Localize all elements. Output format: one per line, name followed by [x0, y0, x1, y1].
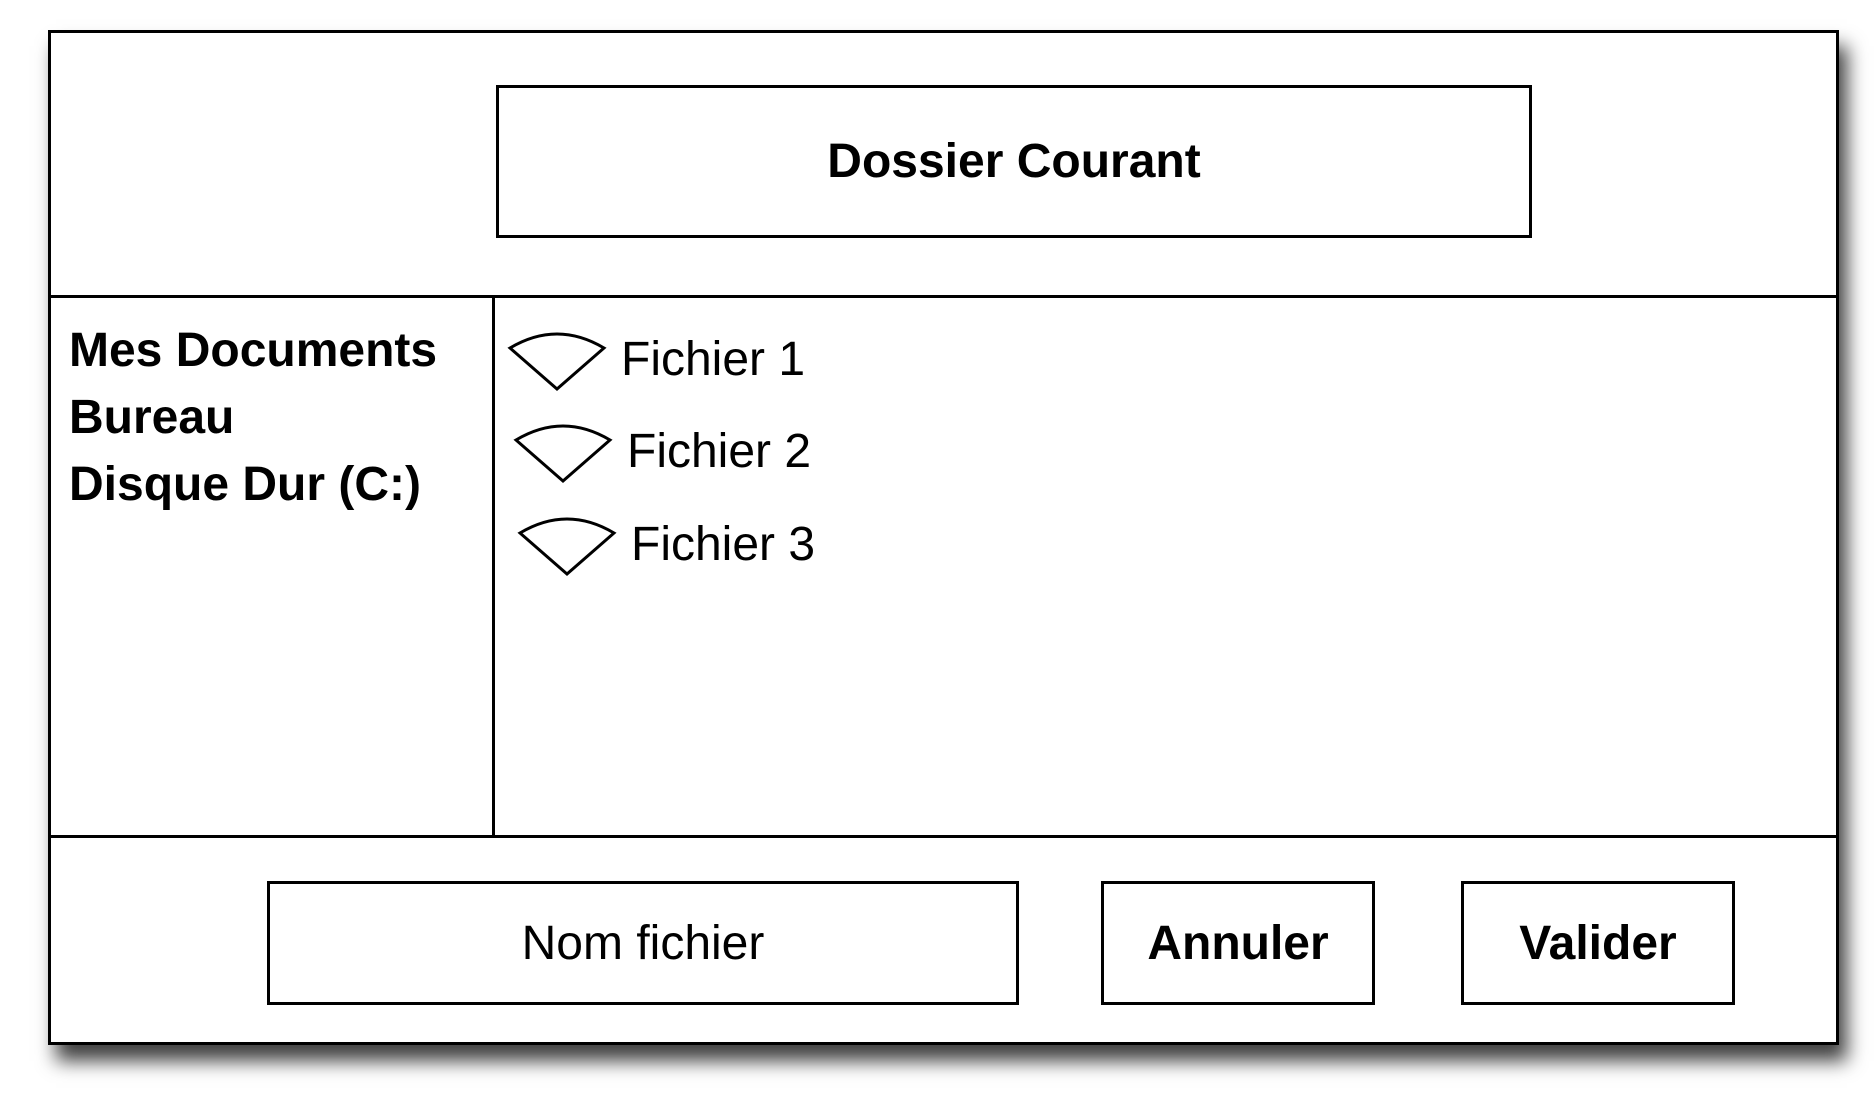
- ok-button[interactable]: Valider: [1461, 881, 1735, 1005]
- file-item-3[interactable]: Fichier 3: [517, 509, 815, 579]
- file-label: Fichier 3: [631, 517, 816, 571]
- cancel-button[interactable]: Annuler: [1101, 881, 1375, 1005]
- file-dialog: Dossier Courant Mes Documents Bureau Dis…: [48, 30, 1839, 1045]
- sidebar-item-bureau[interactable]: Bureau: [69, 391, 235, 444]
- current-folder-title: Dossier Courant: [496, 85, 1532, 238]
- file-label: Fichier 2: [627, 424, 812, 478]
- file-icon: [513, 418, 613, 484]
- sidebar-item-disque-dur[interactable]: Disque Dur (C:): [69, 458, 421, 511]
- header-divider: [51, 295, 1836, 298]
- file-icon: [517, 511, 617, 577]
- sidebar-divider: [492, 295, 495, 835]
- file-icon: [507, 326, 607, 392]
- footer-divider: [51, 835, 1836, 838]
- file-item-2[interactable]: Fichier 2: [513, 416, 811, 486]
- filename-input[interactable]: [267, 881, 1019, 1005]
- file-label: Fichier 1: [621, 332, 806, 386]
- sidebar-item-mes-documents[interactable]: Mes Documents: [69, 324, 438, 377]
- file-item-1[interactable]: Fichier 1: [507, 324, 805, 394]
- sidebar: Mes Documents Bureau Disque Dur (C:): [69, 317, 489, 518]
